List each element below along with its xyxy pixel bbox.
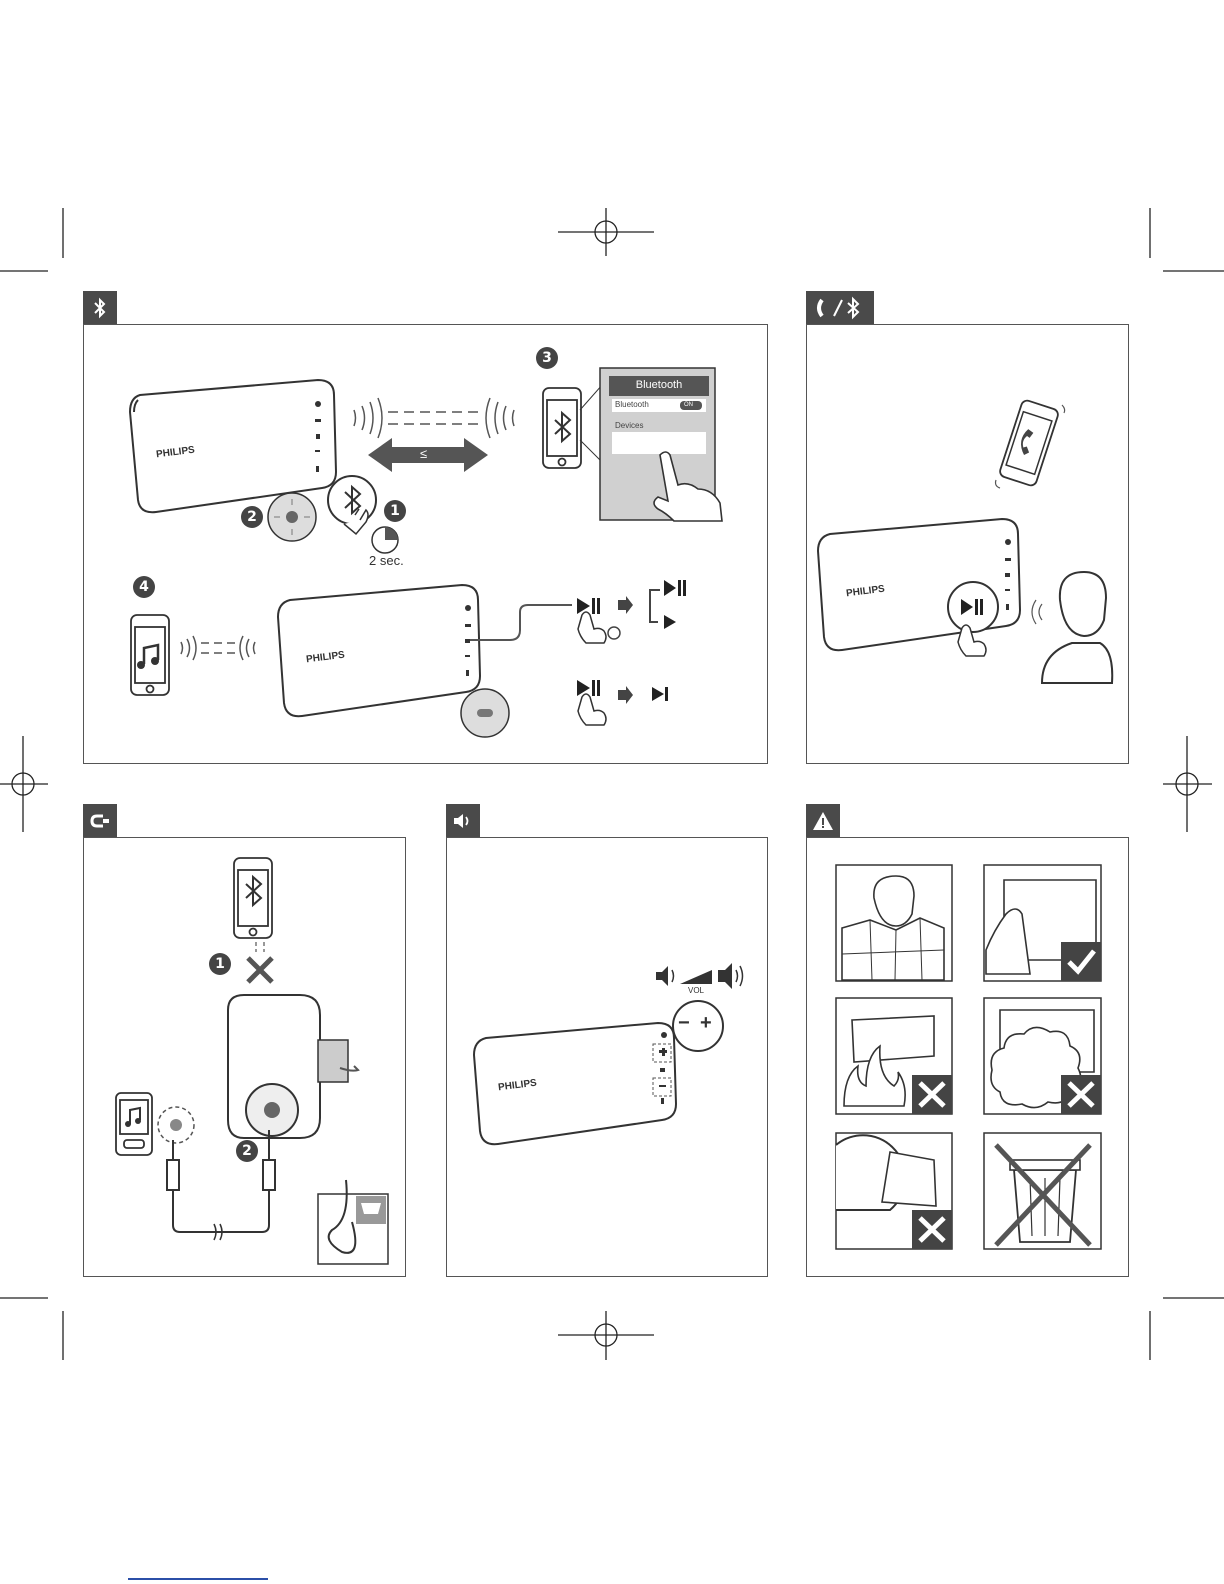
no-household-waste-tile: [984, 1133, 1101, 1249]
no-sunlight-tile: [836, 1133, 952, 1249]
footer-link-underline: [128, 1578, 268, 1580]
read-manual-tile: [836, 865, 952, 981]
no-fire-tile: [836, 998, 952, 1114]
clean-with-cloth-tile: [984, 865, 1101, 981]
no-dust-tile: [984, 998, 1101, 1114]
